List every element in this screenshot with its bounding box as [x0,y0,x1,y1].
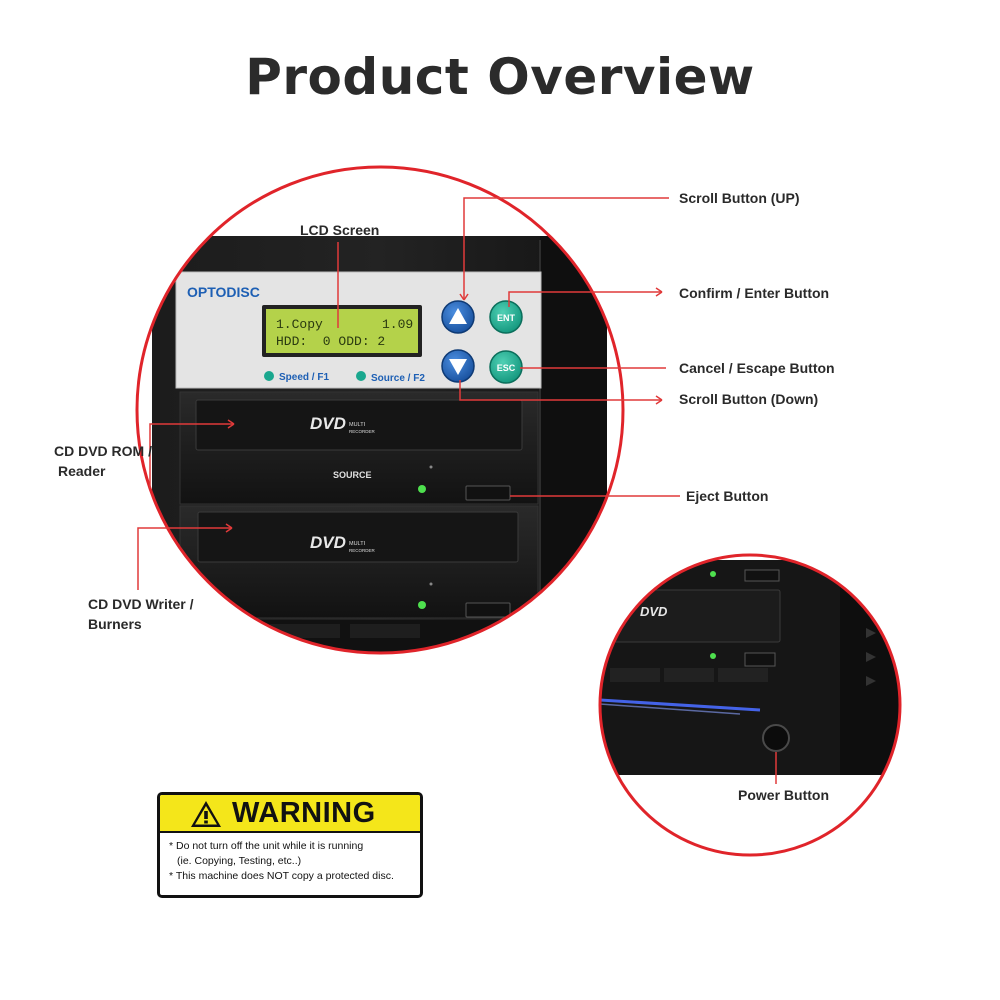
reader-logo-recorder: RECORDER [349,429,376,434]
lcd-line2: HDD: 0 ODD: 2 [276,334,385,349]
warning-header: WARNING [160,795,420,833]
escape-button[interactable]: ESC [489,350,523,384]
callout-power: Power Button [738,787,829,803]
warning-title: WARNING [232,797,376,829]
lcd-display [266,309,418,353]
escape-button-label: ESC [497,363,516,373]
callout-lines [137,197,777,784]
callout-reader-line2: Reader [58,463,106,479]
callout-eject: Eject Button [686,488,769,504]
warning-line-3: * This machine does NOT copy a protected… [169,870,394,882]
main-zoom-circle [135,165,625,655]
writer-logo-recorder: RECORDER [349,548,376,553]
warning-line-2: (ie. Copying, Testing, etc..) [177,855,302,867]
source-led [356,371,366,381]
reader-activity-led [418,485,426,493]
enter-button-label: ENT [497,313,516,323]
callout-reader-line1: CD DVD ROM / [54,443,152,459]
callout-scroll-down: Scroll Button (Down) [679,391,819,407]
callout-scroll-up: Scroll Button (UP) [679,190,800,206]
small-dvd-logo: DVD [640,604,668,619]
power-zoom-circle [598,553,902,857]
warning-line-1: * Do not turn off the unit while it is r… [169,840,364,852]
callout-confirm-enter: Confirm / Enter Button [679,285,830,301]
brand-logo: OPTODISC [187,284,260,300]
down-arrow-icon [449,359,467,375]
lcd-line1-right: 1.09 [382,317,413,332]
power-button[interactable] [762,724,790,752]
enter-button[interactable]: ENT [489,300,523,334]
source-label: SOURCE [333,470,372,480]
page-title: Product Overview [245,48,755,106]
writer-eject-button[interactable] [465,602,511,618]
up-arrow-icon [449,308,467,324]
callout-cancel-escape: Cancel / Escape Button [679,360,835,376]
lcd-line1-left: 1.Copy [276,317,323,332]
speed-led [264,371,274,381]
speed-led-label: Speed / F1 [279,372,329,383]
writer-logo-multi: MULTI [349,541,366,547]
scroll-down-button[interactable] [441,349,475,383]
callout-lcd-screen: LCD Screen [300,222,380,238]
callout-writer-line1: CD DVD Writer / [88,596,194,612]
eject-button[interactable] [465,485,511,501]
callout-writer-line2: Burners [88,616,142,632]
writer-tray [197,511,519,563]
reader-dvd-logo: DVD [310,414,346,433]
reader-logo-multi: MULTI [349,422,366,428]
source-led-label: Source / F2 [371,373,425,384]
duplicator-closeup: OPTODISC 1.Copy 1.09 HDD: 0 ODD: 2 Speed… [137,167,623,653]
warning-label: WARNING * Do not turn off the unit while… [157,792,423,898]
writer-activity-led [418,601,426,609]
warning-triangle-icon [191,801,221,827]
writer-dvd-logo: DVD [310,533,346,552]
scroll-up-button[interactable] [441,300,475,334]
reader-tray [195,399,523,451]
